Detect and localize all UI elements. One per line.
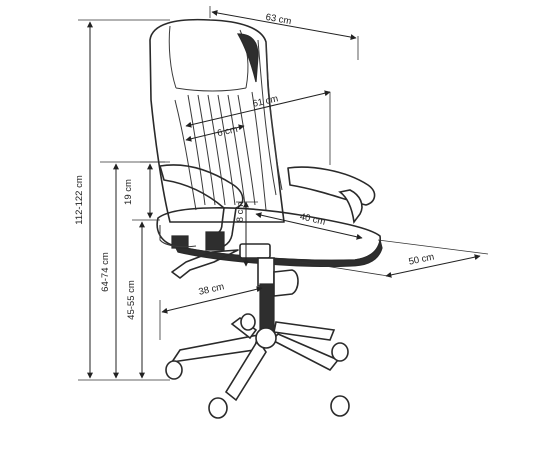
base-radius-line	[161, 286, 263, 314]
office-chair-drawing	[149, 18, 383, 419]
lumbar-line	[185, 124, 245, 142]
backrest-width-line	[185, 90, 331, 128]
label-seat-height: 45-55 cm	[126, 280, 137, 320]
gas-cylinder-upper	[257, 257, 275, 287]
label-seat-thickness: 8 cm	[235, 202, 246, 223]
tilt-lever	[171, 249, 239, 279]
backrest-padding	[174, 91, 267, 211]
right-armrest	[287, 166, 376, 206]
seat-width-line	[255, 212, 363, 240]
seat-mechanism	[239, 243, 271, 259]
label-armrest-height: 64-74 cm	[100, 252, 111, 292]
cylinder-cover	[273, 269, 299, 297]
label-armrest-to-seat: 19 cm	[123, 179, 134, 205]
dimension-lines	[78, 6, 489, 381]
five-star-base	[170, 317, 340, 402]
casters	[165, 313, 350, 419]
width-top-line	[211, 10, 357, 40]
label-base-radius: 38 cm	[198, 281, 226, 298]
dimension-labels: 63 cm 61 cm 6 cm 112-122 cm 64-74 cm 45-…	[74, 12, 435, 320]
headrest-seam	[168, 25, 177, 89]
label-seat-width: 40 cm	[299, 211, 327, 228]
label-width-top: 63 cm	[265, 12, 292, 27]
label-total-height: 112-122 cm	[74, 175, 85, 225]
seat-depth-line	[385, 254, 481, 278]
label-lumbar: 6 cm	[216, 124, 239, 139]
label-seat-depth: 50 cm	[408, 251, 436, 267]
